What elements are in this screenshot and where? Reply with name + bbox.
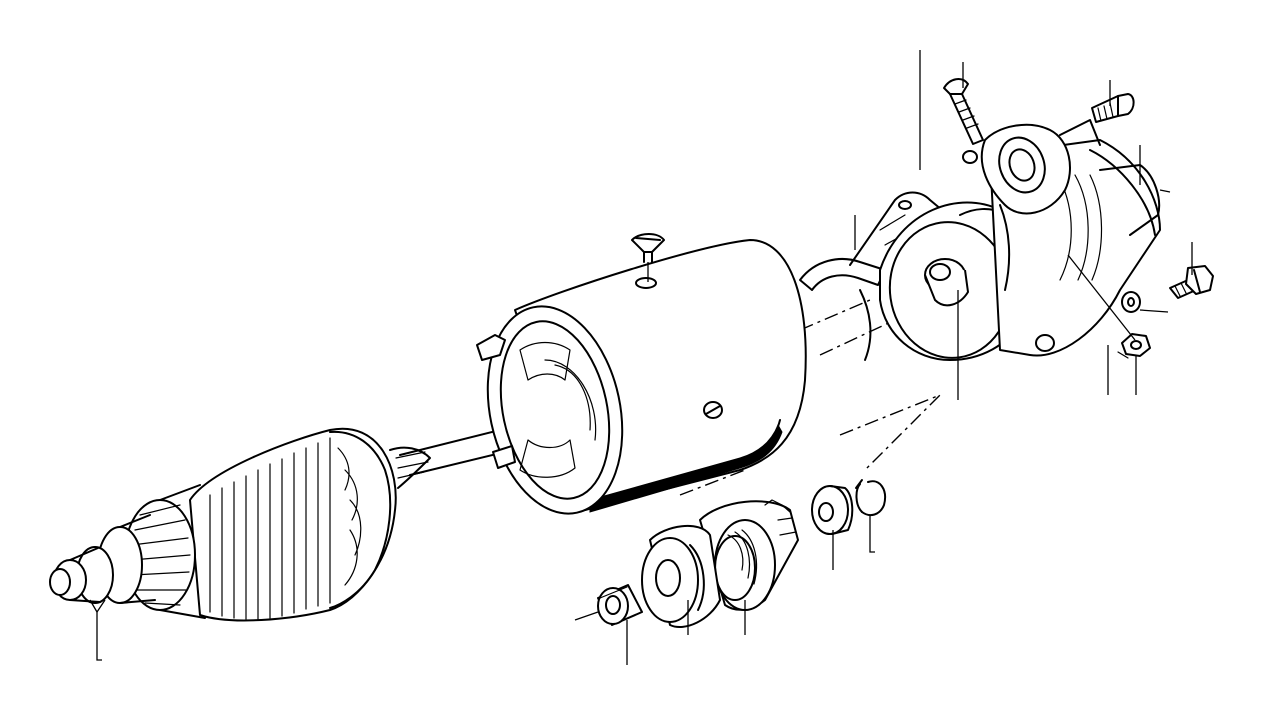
leader-lines — [89, 50, 1193, 665]
nut-icon — [1117, 333, 1151, 359]
through-bolt — [943, 78, 984, 145]
mounting-bolt — [1091, 93, 1135, 123]
ring-icon — [811, 479, 886, 535]
hex-bolt-icon — [1169, 265, 1214, 299]
collar-icon — [641, 524, 721, 628]
end-shield-icon — [879, 201, 1031, 361]
solenoid-icon — [962, 119, 1161, 357]
washer-icon — [1121, 291, 1141, 313]
screw-icon — [631, 233, 665, 282]
bushing-icon — [597, 584, 643, 626]
housing-icon — [476, 239, 807, 515]
center-axis-lines — [679, 299, 941, 496]
armature-icon — [49, 413, 576, 622]
